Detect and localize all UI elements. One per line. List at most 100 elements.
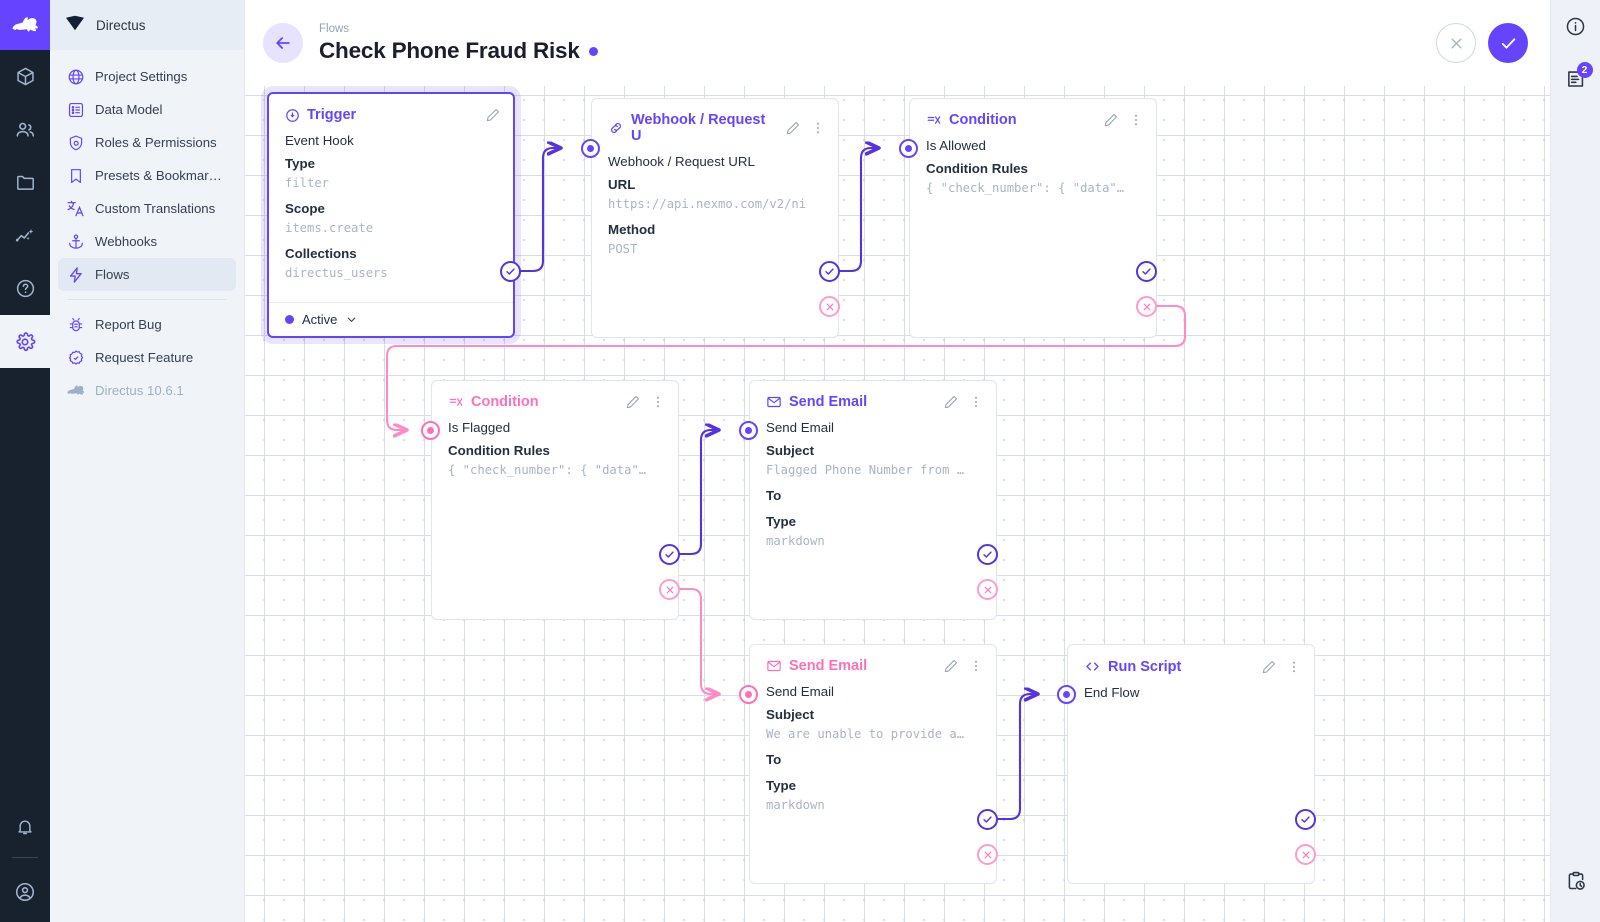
directus-logo-icon[interactable] bbox=[0, 0, 50, 50]
sidebar-item-presets-bookmarks[interactable]: Presets & Bookmar… bbox=[58, 159, 236, 192]
more-options-icon[interactable] bbox=[968, 394, 984, 410]
notifications-bell-icon[interactable] bbox=[0, 800, 50, 853]
port-resolve-run-script[interactable] bbox=[1295, 809, 1316, 830]
port-reject-send-email-flagged[interactable] bbox=[977, 579, 998, 600]
status-label: Active bbox=[302, 312, 338, 327]
flow-node-trigger[interactable]: Trigger Event Hook Type filter Scope ite… bbox=[267, 92, 515, 338]
nav-rail-item-insights[interactable] bbox=[0, 209, 50, 262]
port-input-condition-is-flagged[interactable] bbox=[421, 421, 440, 440]
save-button[interactable] bbox=[1488, 23, 1528, 63]
condition-icon bbox=[448, 394, 464, 410]
sidebar-item-roles-permissions[interactable]: Roles & Permissions bbox=[58, 126, 236, 159]
node-header: Send Email bbox=[750, 645, 996, 678]
port-input-send-email-flagged[interactable] bbox=[739, 421, 758, 440]
field-value: directus_users bbox=[285, 266, 388, 280]
port-reject-send-email-unable[interactable] bbox=[977, 844, 998, 865]
sidebar-item-project-settings[interactable]: Project Settings bbox=[58, 60, 236, 93]
field-label: Condition Rules bbox=[926, 161, 1028, 176]
directus-diamond-icon bbox=[64, 14, 86, 37]
port-reject-webhook[interactable] bbox=[819, 296, 840, 317]
edit-pencil-icon[interactable] bbox=[1261, 659, 1277, 675]
nav-rail-item-settings[interactable] bbox=[0, 315, 50, 368]
flow-node-send-email-flagged[interactable]: Send Email Send Email Subject Flagged Ph… bbox=[749, 380, 997, 620]
edit-pencil-icon[interactable] bbox=[943, 394, 959, 410]
chevron-down-icon[interactable] bbox=[345, 313, 358, 326]
cancel-button[interactable] bbox=[1436, 23, 1476, 63]
node-header: Run Script bbox=[1068, 645, 1314, 679]
breadcrumb[interactable]: Flows bbox=[319, 23, 350, 35]
node-type-label: Webhook / Request U bbox=[631, 112, 766, 144]
activity-clipboard-clock-icon[interactable] bbox=[1551, 840, 1600, 922]
logs-icon[interactable]: 2 bbox=[1551, 52, 1600, 106]
field-label: Condition Rules bbox=[448, 443, 550, 458]
page-title: Check Phone Fraud Risk bbox=[319, 38, 598, 64]
sidebar-item-custom-translations[interactable]: Custom Translations bbox=[58, 192, 236, 225]
port-input-webhook[interactable] bbox=[581, 139, 600, 158]
port-input-run-script[interactable] bbox=[1057, 685, 1076, 704]
port-reject-condition-is-flagged[interactable] bbox=[659, 579, 680, 600]
port-reject-run-script[interactable] bbox=[1295, 844, 1316, 865]
sidebar-item-label: Webhooks bbox=[95, 234, 158, 249]
sidebar-item-flows[interactable]: Flows bbox=[58, 258, 236, 291]
node-type-label: Condition bbox=[471, 394, 539, 410]
wire-trigger-to-webhook bbox=[511, 148, 561, 273]
flow-node-condition-is-allowed[interactable]: Condition Is Allowed Condition Rules { "… bbox=[909, 98, 1157, 338]
globe-icon bbox=[66, 67, 85, 86]
logs-badge: 2 bbox=[1576, 62, 1593, 78]
back-button[interactable] bbox=[263, 23, 303, 63]
info-icon[interactable] bbox=[1551, 0, 1600, 52]
account-avatar-icon[interactable] bbox=[0, 862, 50, 922]
port-input-condition-is-allowed[interactable] bbox=[899, 139, 918, 158]
sidebar-item-label: Report Bug bbox=[95, 317, 162, 332]
port-input-send-email-unable[interactable] bbox=[739, 685, 758, 704]
node-header: Condition bbox=[910, 99, 1156, 132]
sidebar-item-data-model[interactable]: Data Model bbox=[58, 93, 236, 126]
flow-node-run-script[interactable]: Run Script End Flow bbox=[1067, 644, 1315, 884]
edit-pencil-icon[interactable] bbox=[625, 394, 641, 410]
nav-rail-divider bbox=[12, 857, 38, 858]
sidebar-item-request-feature[interactable]: Request Feature bbox=[58, 341, 236, 374]
flow-node-send-email-unable[interactable]: Send Email Send Email Subject We are una… bbox=[749, 644, 997, 884]
field-label: Subject bbox=[766, 443, 815, 458]
port-resolve-condition-is-allowed[interactable] bbox=[1136, 261, 1157, 282]
wire-send-email-2-to-run-script bbox=[990, 694, 1038, 821]
field-label: Subject bbox=[766, 707, 815, 722]
utility-rail: 2 bbox=[1550, 0, 1600, 922]
more-options-icon[interactable] bbox=[1286, 659, 1302, 675]
nav-rail-item-content[interactable] bbox=[0, 50, 50, 103]
port-resolve-webhook[interactable] bbox=[819, 261, 840, 282]
port-resolve-send-email-unable[interactable] bbox=[977, 809, 998, 830]
flow-node-condition-is-flagged[interactable]: Condition Is Flagged Condition Rules { "… bbox=[431, 380, 679, 620]
nav-rail-item-help[interactable] bbox=[0, 262, 50, 315]
module-sidebar: Directus Project Settings Data Model Rol… bbox=[50, 0, 245, 922]
more-options-icon[interactable] bbox=[650, 394, 666, 410]
nav-rail-item-files[interactable] bbox=[0, 156, 50, 209]
translate-icon bbox=[66, 199, 85, 218]
more-options-icon[interactable] bbox=[968, 658, 984, 674]
node-type-label: Condition bbox=[949, 112, 1017, 128]
sidebar-item-webhooks[interactable]: Webhooks bbox=[58, 225, 236, 258]
edit-pencil-icon[interactable] bbox=[485, 107, 501, 123]
field-label: Type bbox=[766, 514, 797, 529]
flow-node-webhook[interactable]: Webhook / Request U Webhook / Request UR… bbox=[591, 98, 839, 338]
port-resolve-trigger[interactable] bbox=[500, 261, 521, 282]
edit-pencil-icon[interactable] bbox=[785, 120, 801, 136]
field-value: items.create bbox=[285, 221, 374, 235]
sidebar-item-label: Data Model bbox=[95, 102, 163, 117]
edit-pencil-icon[interactable] bbox=[943, 658, 959, 674]
flow-canvas[interactable]: Trigger Event Hook Type filter Scope ite… bbox=[245, 86, 1550, 922]
edit-pencil-icon[interactable] bbox=[1103, 112, 1119, 128]
more-options-icon[interactable] bbox=[1128, 112, 1144, 128]
more-options-icon[interactable] bbox=[810, 120, 826, 136]
port-resolve-condition-is-flagged[interactable] bbox=[659, 544, 680, 565]
node-status[interactable]: Active bbox=[269, 302, 513, 336]
node-name: End Flow bbox=[1084, 685, 1140, 700]
port-resolve-send-email-flagged[interactable] bbox=[977, 544, 998, 565]
node-header: Trigger bbox=[269, 94, 513, 127]
node-body: Send Email Subject We are unable to prov… bbox=[750, 678, 996, 834]
sidebar-version-label: Directus 10.6.1 bbox=[95, 383, 184, 398]
sidebar-item-report-bug[interactable]: Report Bug bbox=[58, 308, 236, 341]
sidebar-header[interactable]: Directus bbox=[50, 0, 244, 50]
port-reject-condition-is-allowed[interactable] bbox=[1136, 296, 1157, 317]
nav-rail-item-users[interactable] bbox=[0, 103, 50, 156]
